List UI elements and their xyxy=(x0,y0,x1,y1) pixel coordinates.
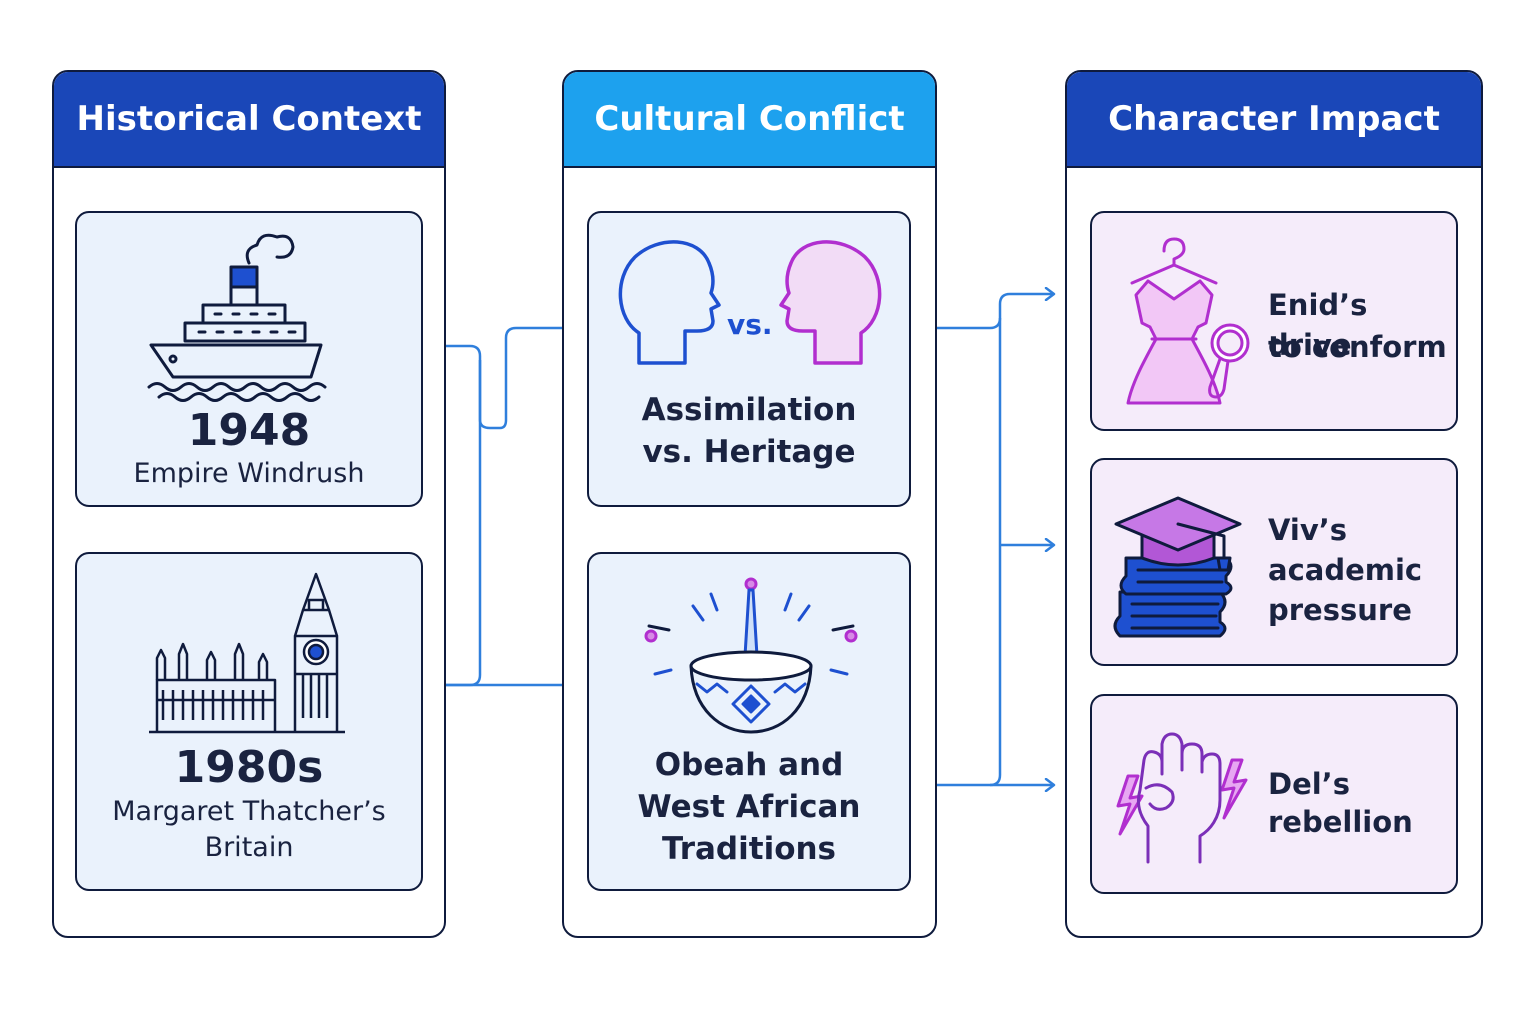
cultural-conflict-header: Cultural Conflict xyxy=(564,72,935,168)
enid-card: Enid’s drive to conform xyxy=(1090,211,1458,431)
big-ben-icon xyxy=(149,572,345,734)
thatcher-card: 1980s Margaret Thatcher’s Britain xyxy=(75,552,423,891)
graduation-books-icon xyxy=(1113,496,1242,638)
character-impact-title: Character Impact xyxy=(1108,99,1440,139)
viv-line3: pressure xyxy=(1268,593,1412,627)
obeah-card: Obeah and West African Traditions xyxy=(587,552,911,891)
raised-fist-icon xyxy=(1116,732,1248,864)
year-1948: 1948 xyxy=(187,405,311,456)
assimilation-line1: Assimilation xyxy=(641,392,857,428)
heads-facing-icon xyxy=(618,240,882,365)
del-card: Del’s rebellion xyxy=(1090,694,1458,894)
obeah-line3: Traditions xyxy=(661,831,837,867)
enid-line1: Enid’s drive xyxy=(1268,288,1368,362)
character-impact-header: Character Impact xyxy=(1067,72,1481,168)
assimilation-card: vs. Assimilation vs. Heritage xyxy=(587,211,911,507)
del-line2: rebellion xyxy=(1268,805,1413,839)
windrush-card: 1948 Empire Windrush xyxy=(75,211,423,507)
cultural-conflict-title: Cultural Conflict xyxy=(594,99,905,139)
thatcher-label-line1: Margaret Thatcher’s xyxy=(112,796,386,827)
historical-context-title: Historical Context xyxy=(76,99,422,139)
assimilation-line2: vs. Heritage xyxy=(642,434,856,470)
year-1980s: 1980s xyxy=(174,742,324,793)
del-line1: Del’s xyxy=(1268,767,1350,801)
enid-line2: to conform xyxy=(1268,330,1447,364)
viv-line1: Viv’s xyxy=(1268,513,1348,547)
historical-context-header: Historical Context xyxy=(54,72,444,168)
dress-mirror-icon xyxy=(1126,237,1250,405)
vs-label: vs. xyxy=(727,308,773,341)
obeah-line1: Obeah and xyxy=(654,747,844,783)
ship-icon xyxy=(147,233,327,402)
viv-line2: academic xyxy=(1268,553,1423,587)
thatcher-label-line2: Britain xyxy=(204,832,294,863)
connector-windrush-to-assimilation xyxy=(424,328,578,430)
ritual-bowl-icon xyxy=(644,577,858,734)
obeah-line2: West African xyxy=(637,789,861,825)
viv-card: Viv’s academic pressure xyxy=(1090,458,1458,666)
empire-windrush-label: Empire Windrush xyxy=(133,458,365,489)
